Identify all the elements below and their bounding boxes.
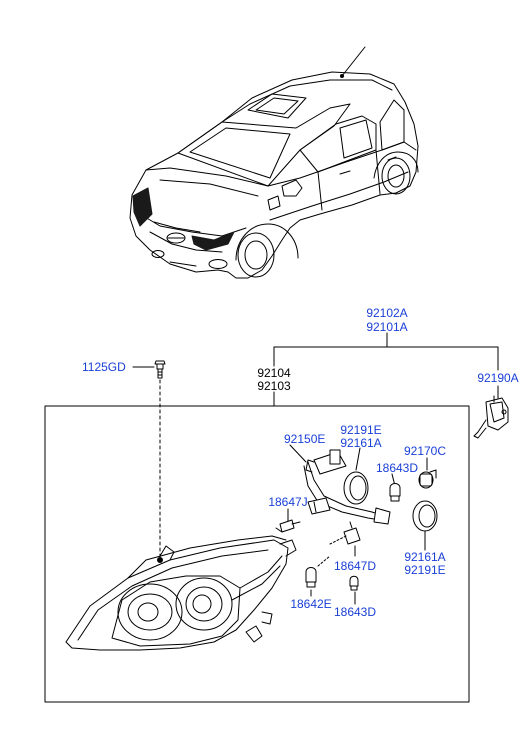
part-label-92102a[interactable]: 92102A	[366, 306, 408, 320]
aiming-actuator-icon	[473, 395, 509, 439]
car-headlamp-shading	[132, 187, 235, 251]
part-label-18643d-top[interactable]: 18643D	[375, 461, 419, 475]
bolt-icon	[154, 360, 166, 379]
part-label-92161a-top[interactable]: 92161A	[340, 436, 382, 450]
part-label-92191e-bottom[interactable]: 92191E	[404, 563, 446, 577]
wiring-harness	[303, 449, 391, 525]
part-label-18643d-bottom[interactable]: 18643D	[333, 605, 377, 619]
part-label-18642e[interactable]: 18642E	[290, 597, 332, 611]
part-label-92150e[interactable]: 92150E	[284, 432, 326, 446]
part-label-92170c[interactable]: 92170C	[403, 444, 447, 458]
socket-icon	[418, 469, 437, 489]
part-label-18647d[interactable]: 18647D	[333, 559, 377, 573]
part-label-18647j[interactable]: 18647J	[268, 495, 308, 509]
assembly-frame	[44, 405, 470, 703]
headlamp-assembly	[65, 535, 297, 651]
part-label-92101a[interactable]: 92101A	[366, 320, 408, 334]
part-label-92103: 92103	[257, 379, 291, 393]
part-label-92161a-bottom[interactable]: 92161A	[404, 550, 446, 564]
car-illustration	[129, 46, 419, 279]
callout-lines	[132, 332, 499, 605]
part-label-92104: 92104	[257, 366, 291, 380]
part-label-1125gd[interactable]: 1125GD	[82, 360, 126, 374]
bulb-icon	[275, 483, 401, 591]
part-label-92191e-top[interactable]: 92191E	[340, 423, 382, 437]
dust-cap-icon	[343, 471, 438, 532]
part-label-92190a[interactable]: 92190A	[477, 371, 519, 385]
